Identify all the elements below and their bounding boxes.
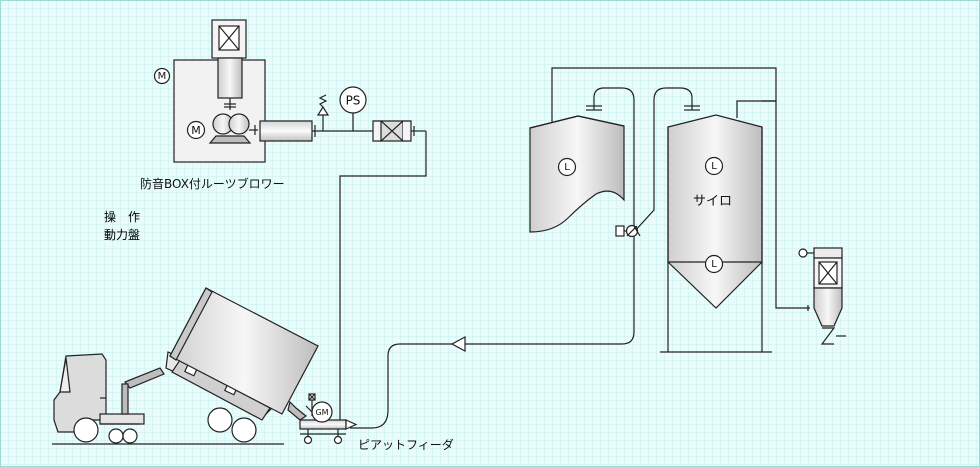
blower-motor-icon [186,120,206,140]
motor-icon [153,67,171,85]
diverter-valve [615,224,641,238]
vent-line [551,67,777,124]
pressure-switch-label: PS [346,94,361,108]
gear-motor-label: GM [315,408,328,417]
conveying-pipeline [350,87,635,429]
air-line [339,131,427,420]
bin-level-label: L [564,162,570,173]
silo-label: サイロ [693,194,733,209]
flow-arrow-icon [450,335,466,353]
control-panel-line1: 操 作 [103,210,140,224]
safety-valve-icon [316,105,330,116]
silo-lower-level-sensor-icon [704,254,724,274]
feeder-unit [287,393,358,445]
silo-upper-level-label: L [711,161,717,172]
control-panel-line2: 動力盤 [103,228,140,242]
control-panel-label: 操 作 動力盤 [89,208,155,248]
storage-bin [529,115,625,233]
feeder-label: ピアットフィーダ [358,438,454,452]
dump-truck [52,287,319,445]
silo [660,114,772,353]
discharge-silencer [259,120,313,142]
bin-level-sensor-icon [557,157,577,177]
silo-upper-level-sensor-icon [704,156,724,176]
dust-collector [762,100,846,345]
blower-motor-label: M [191,124,201,137]
silo-lower-level-label: L [711,259,717,270]
intake-silencer [217,57,243,99]
pressure-switch-icon [339,86,367,114]
motor-label: M [158,71,167,82]
roots-blower-unit [153,19,426,163]
blower-label: 防音BOX付ルーツブロワー [140,177,285,191]
